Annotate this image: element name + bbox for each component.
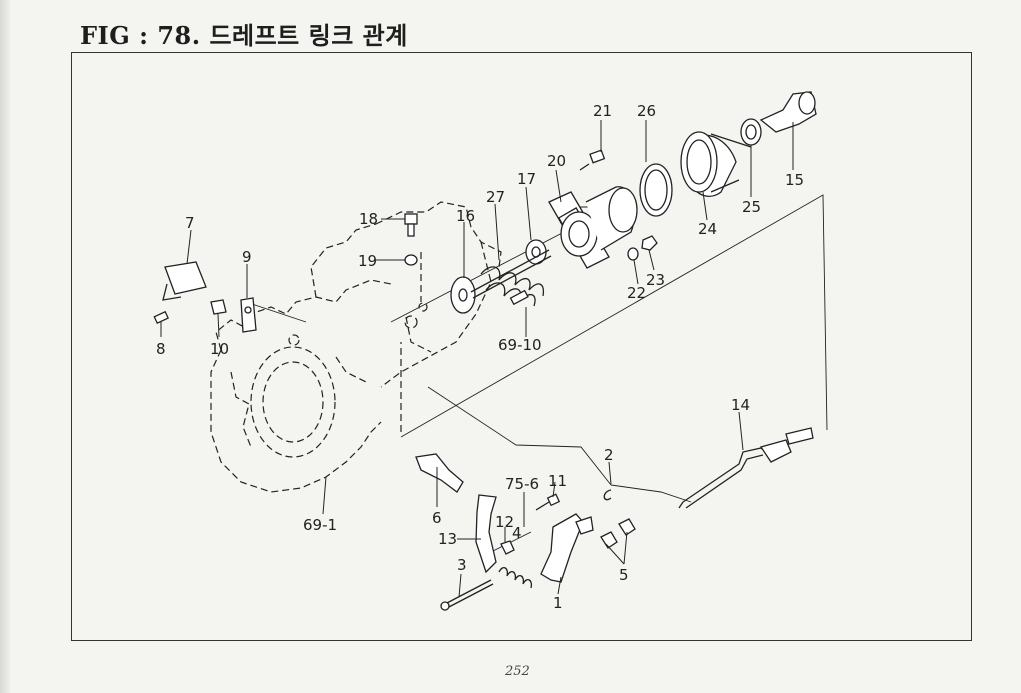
callout-6: 6 xyxy=(432,509,442,527)
callout-1: 1 xyxy=(553,594,563,612)
callout-23: 23 xyxy=(646,271,665,289)
callout-9: 9 xyxy=(242,248,252,266)
callout-16: 16 xyxy=(456,207,475,225)
lift-shaft-assembly xyxy=(450,186,638,314)
callout-10: 10 xyxy=(210,340,229,358)
callout-12: 12 xyxy=(495,513,514,531)
callout-27: 27 xyxy=(486,188,505,206)
callout-20: 20 xyxy=(547,152,566,170)
callout-26: 26 xyxy=(637,102,656,120)
callout-22: 22 xyxy=(627,284,646,302)
callout-18: 18 xyxy=(359,210,378,228)
figure-frame xyxy=(71,52,972,641)
draft-link-assembly xyxy=(415,427,814,611)
callout-24: 24 xyxy=(698,220,717,238)
callout-19: 19 xyxy=(358,252,377,270)
callout-75-6: 75-6 xyxy=(505,475,539,493)
callout-labels: 21 26 20 17 27 16 18 19 69-10 22 23 24 2… xyxy=(156,102,804,612)
callout-14: 14 xyxy=(731,396,750,414)
callout-21: 21 xyxy=(593,102,612,120)
callout-3: 3 xyxy=(457,556,467,574)
callout-2: 2 xyxy=(604,446,614,464)
transmission-housing xyxy=(210,201,502,493)
callout-15: 15 xyxy=(785,171,804,189)
parts-diagram: 21 26 20 17 27 16 18 19 69-10 22 23 24 2… xyxy=(153,91,828,612)
boot-assembly xyxy=(639,91,817,217)
callout-69-1: 69-1 xyxy=(303,516,337,534)
callout-8: 8 xyxy=(156,340,166,358)
figure-title: FIG : 78. 드레프트 링크 관계 xyxy=(80,21,408,50)
leader-lines xyxy=(160,120,794,598)
page-number: 252 xyxy=(505,664,530,679)
callout-7: 7 xyxy=(185,214,195,232)
callout-17: 17 xyxy=(517,170,536,188)
callout-69-10: 69-10 xyxy=(498,336,542,354)
callout-25: 25 xyxy=(742,198,761,216)
callout-13: 13 xyxy=(438,530,457,548)
callout-4: 4 xyxy=(512,524,522,542)
check-arm-assembly xyxy=(153,261,257,333)
scan-edge xyxy=(0,0,10,693)
callout-11: 11 xyxy=(548,472,567,490)
callout-5: 5 xyxy=(619,566,629,584)
